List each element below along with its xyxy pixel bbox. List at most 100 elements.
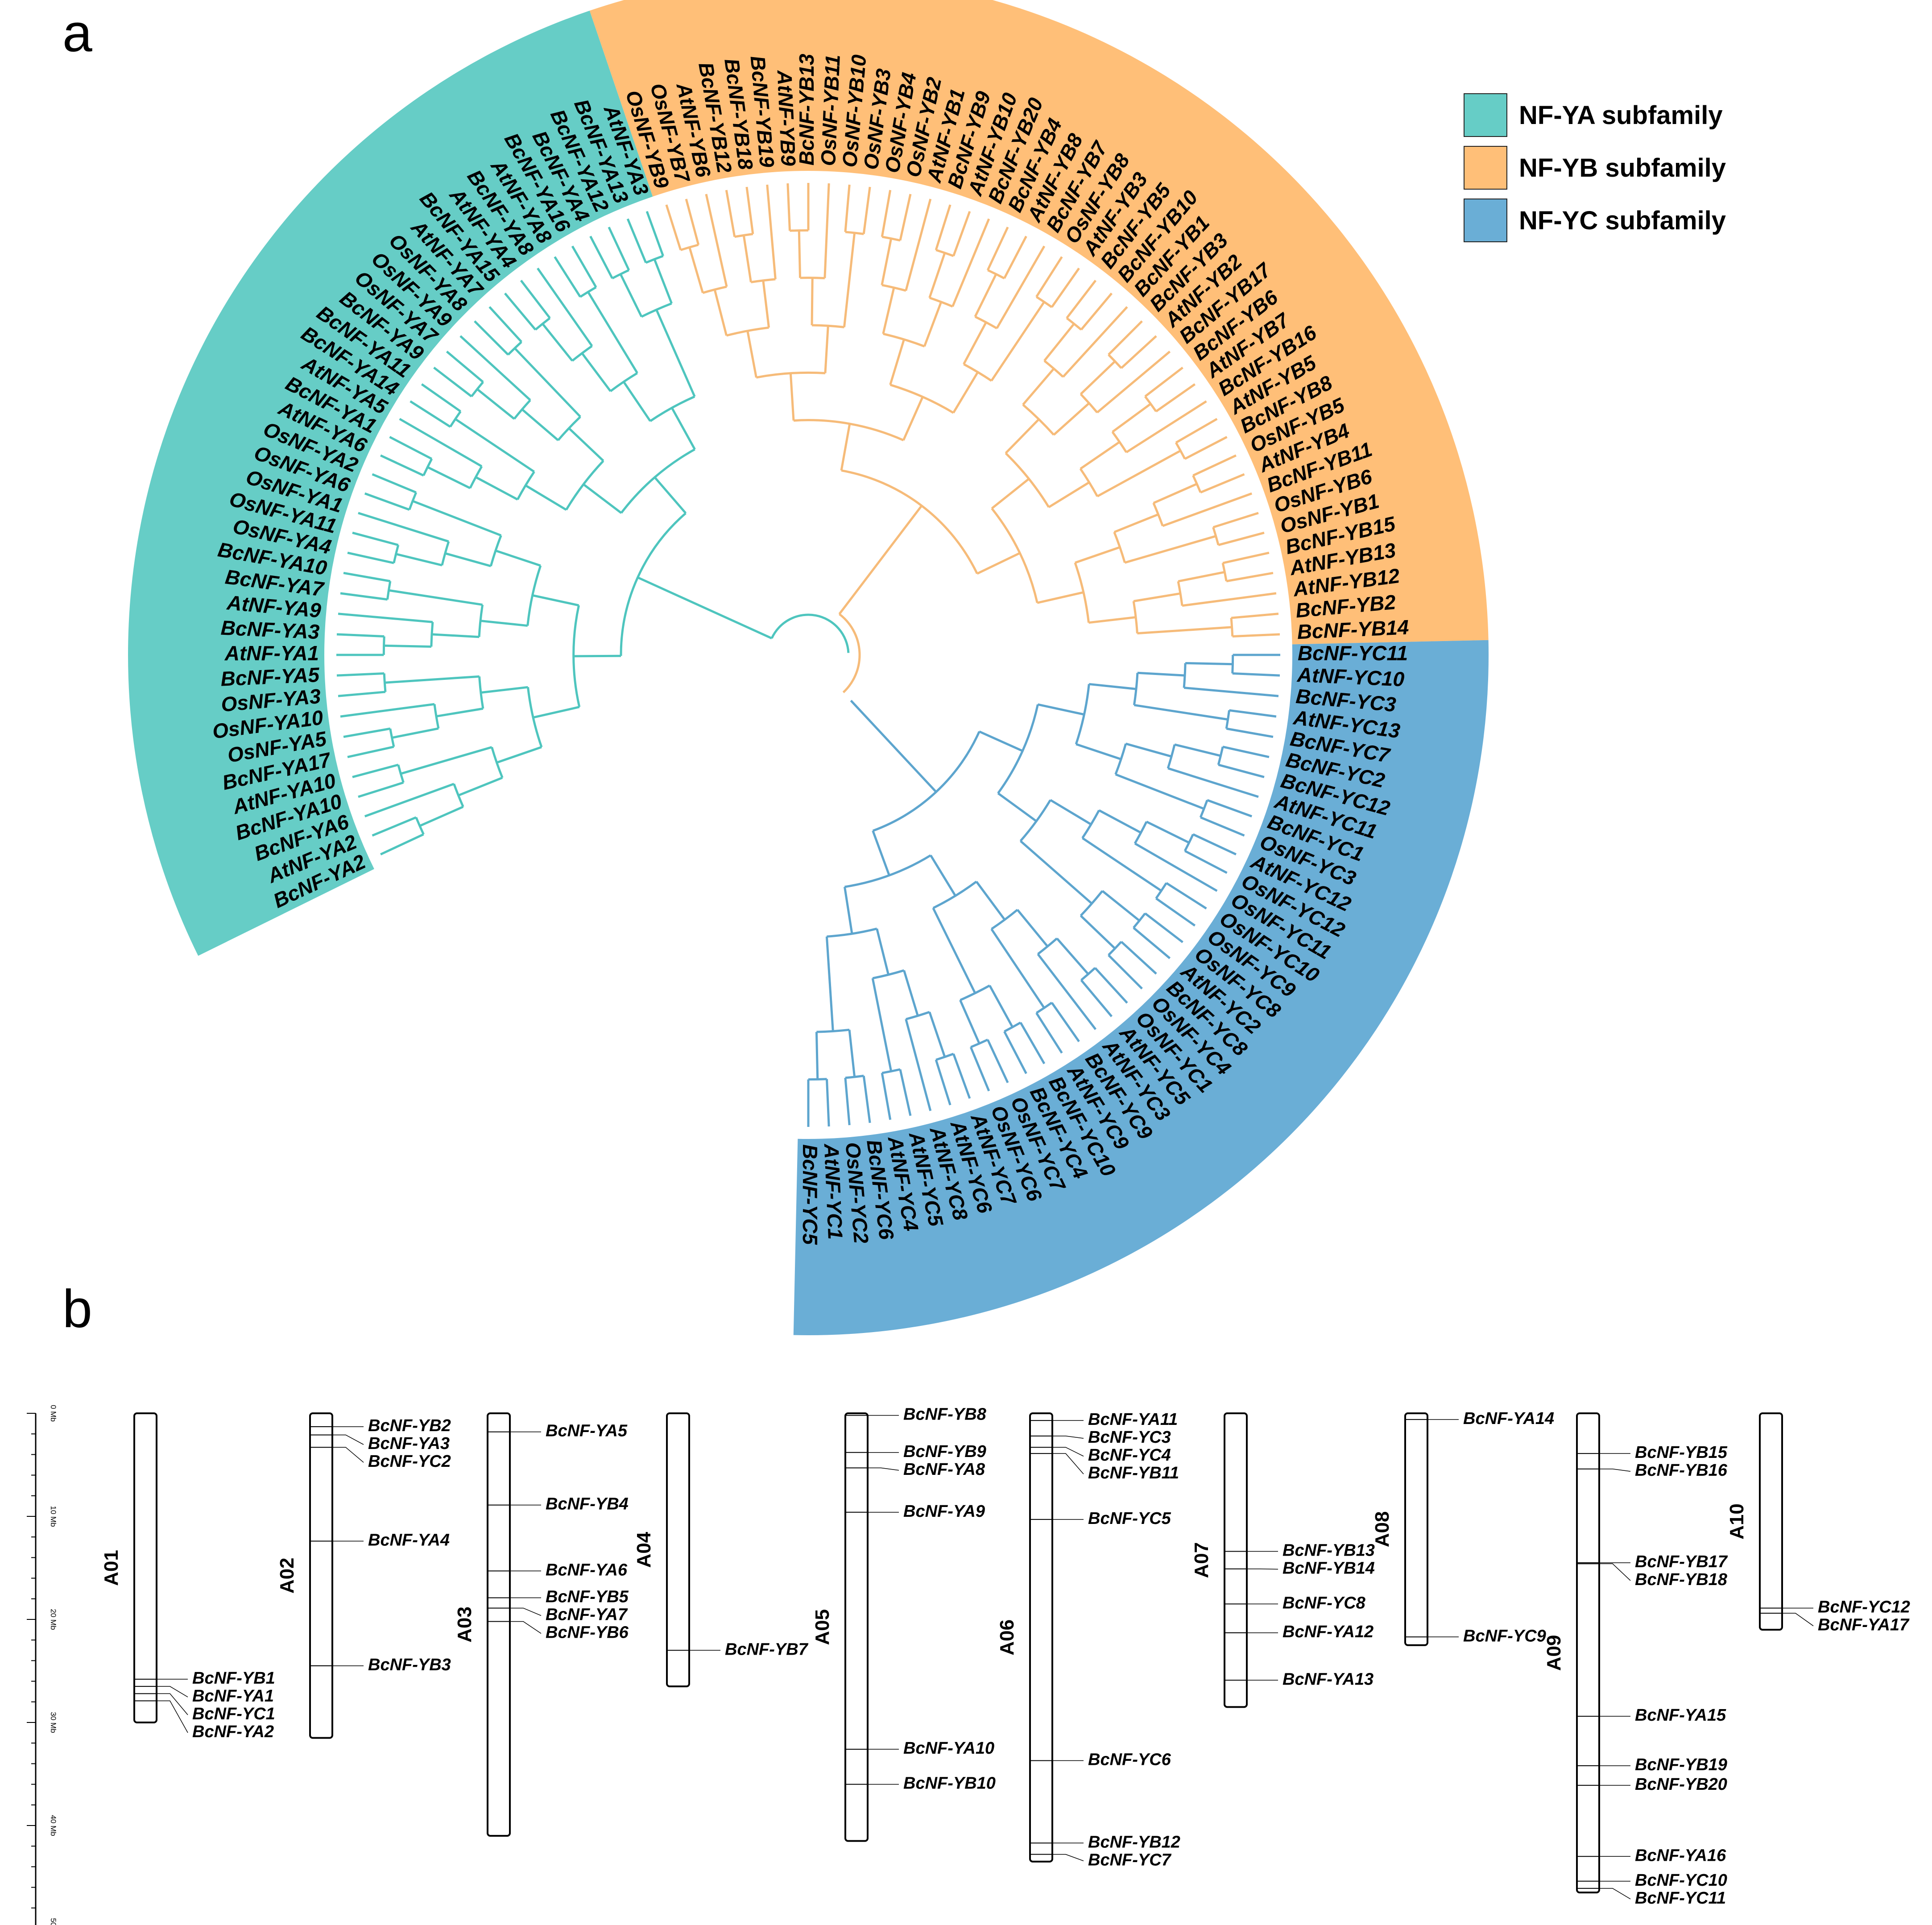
gene-label: BcNF-YA3	[368, 1434, 450, 1453]
tree-branch	[815, 1032, 819, 1080]
tree-branch	[1137, 671, 1185, 677]
tree-branch	[1144, 912, 1183, 944]
tree-branch	[1120, 335, 1157, 369]
tree-branch	[825, 936, 834, 1031]
tree-branch	[850, 700, 937, 793]
tree-branch	[1108, 320, 1143, 356]
tree-branch	[1114, 743, 1127, 775]
tree-branch	[841, 469, 978, 574]
gene-label: BcNF-YB18	[1635, 1570, 1728, 1589]
tree-branch	[389, 728, 395, 747]
tree-branch	[793, 419, 904, 442]
gene-label: BcNF-YB5	[546, 1588, 629, 1606]
tree-branch	[389, 589, 483, 606]
tree-branch	[844, 886, 853, 934]
tree-branch	[725, 190, 736, 237]
tree-branch	[756, 371, 826, 379]
tree-branch	[751, 278, 776, 283]
tree-branch	[478, 676, 484, 709]
gene-label: BcNF-YC6	[1088, 1751, 1171, 1769]
chromosome-label: A09	[1543, 1635, 1565, 1671]
tree-branch	[653, 259, 673, 304]
tree-branch	[1226, 571, 1274, 583]
gene-label: BcNF-YA5	[546, 1422, 628, 1441]
gene-label: BcNF-YA6	[546, 1561, 628, 1579]
tree-branch	[905, 1018, 932, 1111]
tree-branch	[340, 592, 388, 601]
tree-branch	[1066, 280, 1097, 319]
tree-branch	[816, 1028, 850, 1033]
tree-branch	[1225, 710, 1231, 729]
tree-branch	[986, 227, 1009, 271]
gene-label: BcNF-YB13	[1282, 1541, 1375, 1560]
tree-branch	[1218, 531, 1265, 546]
tree-branch	[1080, 441, 1121, 470]
tree-branch	[1175, 418, 1218, 444]
tree-branch	[990, 301, 1045, 381]
tree-branch	[1094, 967, 1128, 1004]
tree-branch	[734, 232, 753, 238]
tree-branch	[480, 686, 528, 694]
tree-branch	[1182, 592, 1277, 607]
chromosome-a09: A09BcNF-YB15BcNF-YB16BcNF-YB17BcNF-YB18B…	[1543, 1412, 1728, 1908]
tree-branch	[1022, 368, 1055, 406]
tree-leaf-label: AtNF-YC1	[820, 1143, 847, 1240]
tree-branch	[1167, 767, 1259, 798]
tree-branch	[1080, 360, 1116, 395]
tree-branch	[504, 292, 537, 331]
tree-branch	[380, 833, 424, 856]
subfamily-band-ya	[128, 10, 653, 956]
tree-branch	[844, 854, 931, 888]
gene-label: BcNF-YB14	[1282, 1559, 1375, 1578]
tree-branch	[1096, 450, 1181, 497]
tree-branch	[1177, 581, 1183, 606]
tree-branch	[421, 383, 461, 413]
tree-branch	[581, 352, 612, 392]
tree-branch	[1200, 816, 1245, 837]
gene-connector	[332, 1447, 364, 1463]
tree-branch	[1133, 927, 1171, 959]
tree-branch	[587, 291, 638, 374]
tree-branch	[882, 287, 895, 334]
gene-label: BcNF-YB7	[725, 1640, 809, 1659]
tree-branch	[1098, 809, 1142, 834]
gene-label: BcNF-YB3	[368, 1656, 451, 1674]
tree-branch	[393, 545, 400, 563]
gene-label: BcNF-YA13	[1282, 1670, 1373, 1689]
gene-connector	[510, 1621, 542, 1634]
tree-branch	[770, 613, 850, 653]
tree-branch	[906, 1011, 930, 1020]
chromosome-a02: A02BcNF-YB2BcNF-YA3BcNF-YC2BcNF-YA4BcNF-…	[276, 1412, 451, 1739]
tree-branch	[347, 745, 394, 758]
gene-label: BcNF-YA9	[903, 1502, 985, 1521]
tree-branch	[478, 604, 484, 637]
gene-label: BcNF-YB10	[903, 1774, 996, 1793]
chromosome-label: A08	[1371, 1511, 1393, 1548]
tree-branch	[521, 408, 559, 441]
tree-leaf-label: BcNF-YA5	[220, 663, 320, 691]
gene-label: BcNF-YB2	[368, 1416, 451, 1435]
tree-branch	[845, 1075, 864, 1079]
tree-branch	[839, 613, 861, 693]
tree-branch	[1108, 954, 1143, 989]
tree-branch	[1051, 267, 1080, 308]
tree-branch	[542, 323, 573, 362]
tree-branch	[1200, 473, 1245, 494]
gene-label: BcNF-YA14	[1463, 1409, 1554, 1428]
tree-branch	[974, 273, 997, 317]
tree-branch	[1051, 1002, 1080, 1043]
tree-branch	[571, 245, 597, 288]
tree-branch	[441, 541, 450, 566]
gene-connector	[1599, 1563, 1631, 1581]
tree-branch	[1125, 400, 1207, 453]
gene-connector	[1052, 1436, 1084, 1439]
tree-branch	[495, 549, 541, 567]
tree-leaf-label: OsNF-YB11	[816, 54, 844, 166]
tree-branch	[745, 186, 754, 234]
tree-branch	[489, 535, 502, 567]
tree-branch	[1133, 912, 1146, 929]
tree-branch	[557, 416, 581, 441]
chromosome-a03: A03BcNF-YA5BcNF-YB4BcNF-YA6BcNF-YB5BcNF-…	[454, 1412, 629, 1837]
